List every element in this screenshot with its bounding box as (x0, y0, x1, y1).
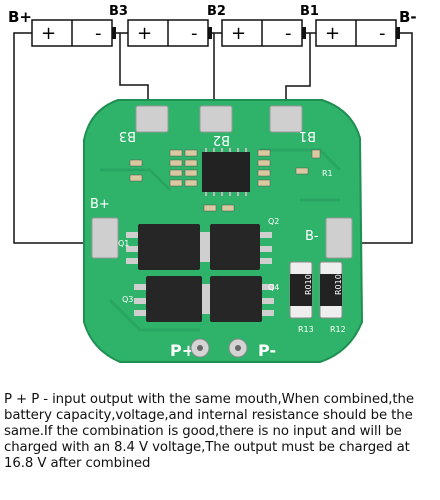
pcb-board: B3 B2 B1 B+ B- P+ P- (83, 99, 364, 363)
battery-cell-4: + - (315, 19, 400, 47)
pad-b3 (135, 105, 169, 133)
wire-b3 (119, 33, 149, 108)
resistor-marking: R010 (304, 274, 313, 295)
bms-ic-chip (202, 152, 250, 192)
battery-minus-sign: - (95, 23, 102, 44)
wires (13, 32, 413, 244)
pad-b1 (269, 105, 303, 133)
pad-label-p-plus: P+ (170, 341, 195, 360)
mosfet-q1 (138, 224, 200, 270)
label-q4: Q4 (268, 283, 279, 292)
diagram-canvas: B+ B3 B2 B1 B- + - + - + - + - (8, 4, 417, 363)
product-description: P + P - input output with the same mouth… (4, 392, 414, 471)
mosfet-q4 (210, 276, 262, 322)
battery-plus-sign: + (41, 23, 56, 44)
battery-plus-sign: + (325, 23, 340, 44)
terminal-label-b-minus: B- (399, 8, 417, 26)
battery-cell-1: + - (31, 19, 116, 47)
label-q3: Q3 (122, 295, 133, 304)
pad-label-p-minus: P- (258, 341, 276, 360)
pad-label-b2: B2 (213, 132, 230, 147)
battery-minus-sign: - (191, 23, 198, 44)
terminal-label-b-plus: B+ (8, 8, 32, 26)
pad-label-b1: B1 (299, 128, 316, 143)
battery-minus-sign: - (379, 23, 386, 44)
pad-b-minus (325, 217, 353, 259)
pad-label-b3: B3 (119, 128, 136, 143)
label-r13: R13 (298, 325, 314, 334)
wire-b1 (285, 33, 311, 108)
wire-b-plus (13, 32, 94, 244)
mosfet-q2 (210, 224, 260, 270)
wire-b-minus (352, 32, 413, 244)
pad-b2 (199, 105, 233, 133)
terminal-label-b3: B3 (109, 4, 128, 19)
label-r12: R12 (330, 325, 346, 334)
resistor-marking: R010 (334, 274, 343, 295)
pad-label-b-minus: B- (305, 229, 319, 244)
battery-minus-sign: - (285, 23, 292, 44)
label-q1: Q1 (118, 239, 129, 248)
battery-plus-sign: + (137, 23, 152, 44)
mosfet-q3 (146, 276, 202, 322)
label-q2: Q2 (268, 217, 279, 226)
label-r1: R1 (322, 169, 333, 178)
battery-cell-3: + - (221, 19, 306, 47)
pad-label-b-plus: B+ (90, 197, 110, 212)
terminal-label-b2: B2 (207, 4, 226, 19)
battery-plus-sign: + (231, 23, 246, 44)
pad-b-plus (91, 217, 119, 259)
terminal-label-b1: B1 (300, 4, 319, 19)
bms-wiring-diagram: B+ B3 B2 B1 B- + - + - + - + - (8, 4, 417, 363)
battery-cell-2: + - (127, 19, 212, 47)
